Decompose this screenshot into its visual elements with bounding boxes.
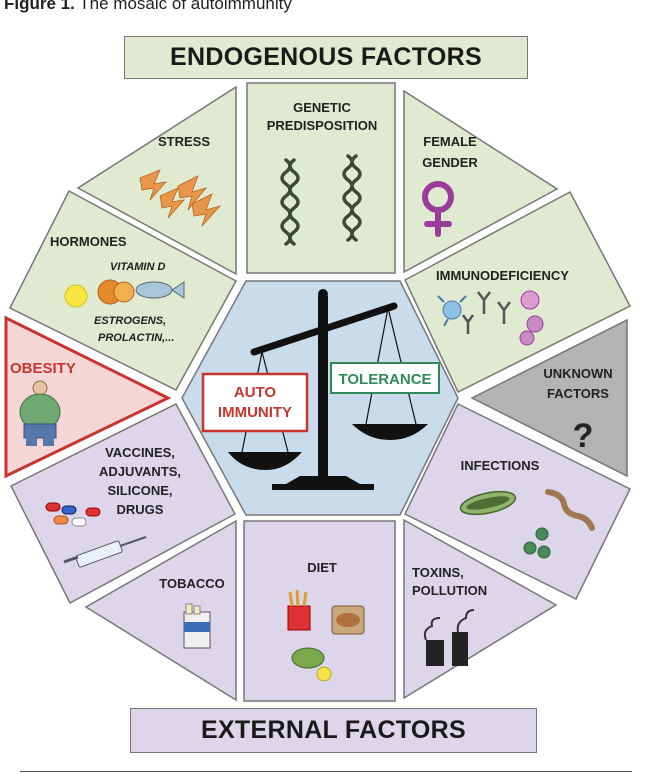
burger-box-icon (331, 605, 365, 635)
segment-unknown (470, 318, 628, 478)
worm-icon (545, 489, 595, 531)
immune-cells-icon (437, 290, 544, 346)
segment-diet (243, 520, 396, 702)
autoimmunity-box (201, 372, 309, 433)
label-infections: INFECTIONS (461, 458, 540, 473)
label-toxins: TOXINS,POLLUTION (412, 565, 487, 598)
segment-stress (76, 85, 237, 276)
label-diet: DIET (307, 560, 337, 575)
label-stress: STRESS (158, 134, 210, 149)
label-obesity: OBESITY (10, 360, 76, 377)
label-hormones: HORMONES (50, 234, 127, 249)
pills-icon (45, 502, 101, 527)
segment-vaccines (9, 403, 237, 605)
factory-pollution-icon (423, 609, 475, 666)
fries-icon (287, 589, 311, 631)
balance-scale-icon (228, 289, 428, 490)
label-immunodeficiency: IMMUNODEFICIENCY (436, 268, 569, 283)
orange-icon (97, 279, 135, 305)
label-estrogens: ESTROGENS, (94, 315, 166, 327)
female-symbol-icon (422, 181, 454, 237)
label-tobacco: TOBACCO (159, 576, 224, 591)
segment-immuno (404, 190, 632, 394)
segment-tobacco (84, 519, 237, 702)
figure-label: Figure 1. (4, 0, 75, 13)
cigarette-pack-icon (183, 603, 211, 649)
vitamin-d-sun-icon (64, 284, 88, 308)
external-factors-banner: EXTERNAL FACTORS (130, 708, 537, 753)
label-vitamin-d: VITAMIN D (110, 261, 165, 273)
figure-caption: Figure 1. The mosaic of autoimmunity (4, 0, 292, 14)
bacterium-icon (459, 490, 517, 516)
bottom-divider (20, 771, 632, 772)
segment-infections (404, 402, 632, 601)
label-vaccines: VACCINES,ADJUVANTS,SILICONE,DRUGS (99, 445, 181, 517)
dna-icon (280, 154, 362, 246)
tolerance-box (330, 362, 440, 394)
lightning-icons (139, 169, 222, 227)
tolerance-label: TOLERANCE (338, 371, 431, 388)
salad-icon (291, 647, 332, 682)
label-prolactin: PROLACTIN,... (98, 332, 174, 344)
endogenous-factors-banner: ENDOGENOUS FACTORS (124, 36, 528, 79)
figure-title: The mosaic of autoimmunity (79, 0, 292, 13)
fish-icon (135, 281, 185, 299)
virus-icon (523, 527, 551, 559)
syringe-icon (63, 536, 147, 568)
obese-person-icon (19, 380, 61, 446)
unknown-question-mark: ? (573, 417, 594, 455)
